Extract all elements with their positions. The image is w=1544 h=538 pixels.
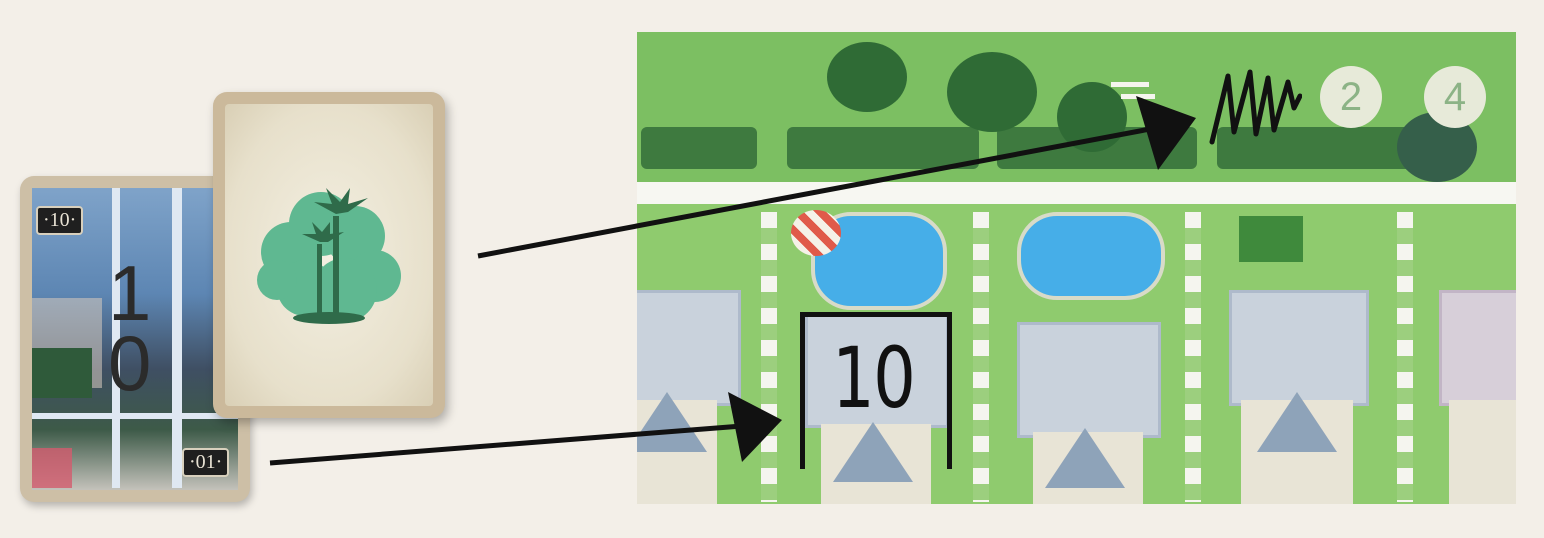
hedge bbox=[787, 127, 979, 169]
house-number: 10 bbox=[832, 329, 916, 427]
number-card-art bbox=[32, 188, 238, 490]
park-circle[interactable]: 4 bbox=[1424, 66, 1486, 128]
house-gable bbox=[637, 392, 707, 452]
fence[interactable] bbox=[1185, 212, 1201, 502]
effect-card-face bbox=[225, 104, 433, 406]
house-number-frame[interactable] bbox=[800, 312, 952, 469]
number-card-digit-bottom: 0 bbox=[108, 319, 152, 407]
number-card-digit-top: 1 bbox=[108, 249, 152, 337]
street bbox=[637, 182, 1516, 204]
number-card-top-badge: ·10· bbox=[36, 206, 84, 235]
palm-tree-icon bbox=[947, 52, 1037, 132]
fence[interactable] bbox=[761, 212, 777, 502]
number-card-bottom-badge: ·01· bbox=[182, 448, 230, 477]
house-roof[interactable] bbox=[1229, 290, 1369, 406]
garden-bed bbox=[1239, 216, 1303, 262]
house-gable bbox=[833, 422, 913, 482]
house-roof[interactable] bbox=[1439, 290, 1516, 406]
game-board bbox=[637, 32, 1516, 504]
park-circle[interactable]: 2 bbox=[1320, 66, 1382, 128]
fence[interactable] bbox=[1397, 212, 1413, 502]
crossed-marker bbox=[1111, 82, 1149, 87]
palm-tree-icon bbox=[827, 42, 907, 112]
palm-tree-icon bbox=[257, 188, 401, 324]
effect-card[interactable] bbox=[213, 92, 445, 418]
crossed-marker bbox=[1121, 94, 1155, 99]
hedge bbox=[1217, 127, 1417, 169]
house-base bbox=[1449, 400, 1516, 504]
number-card[interactable]: ·10· ·01· 1 0 bbox=[20, 176, 250, 502]
hedge bbox=[641, 127, 757, 169]
pool bbox=[1017, 212, 1165, 300]
house-roof[interactable] bbox=[637, 290, 741, 406]
scribble-mark bbox=[1209, 69, 1302, 145]
house-gable bbox=[1257, 392, 1337, 452]
house-roof[interactable] bbox=[1017, 322, 1161, 438]
palm-tree-icon bbox=[1057, 82, 1127, 152]
house-gable bbox=[1045, 428, 1125, 488]
umbrella-icon bbox=[791, 210, 841, 256]
fence[interactable] bbox=[973, 212, 989, 502]
